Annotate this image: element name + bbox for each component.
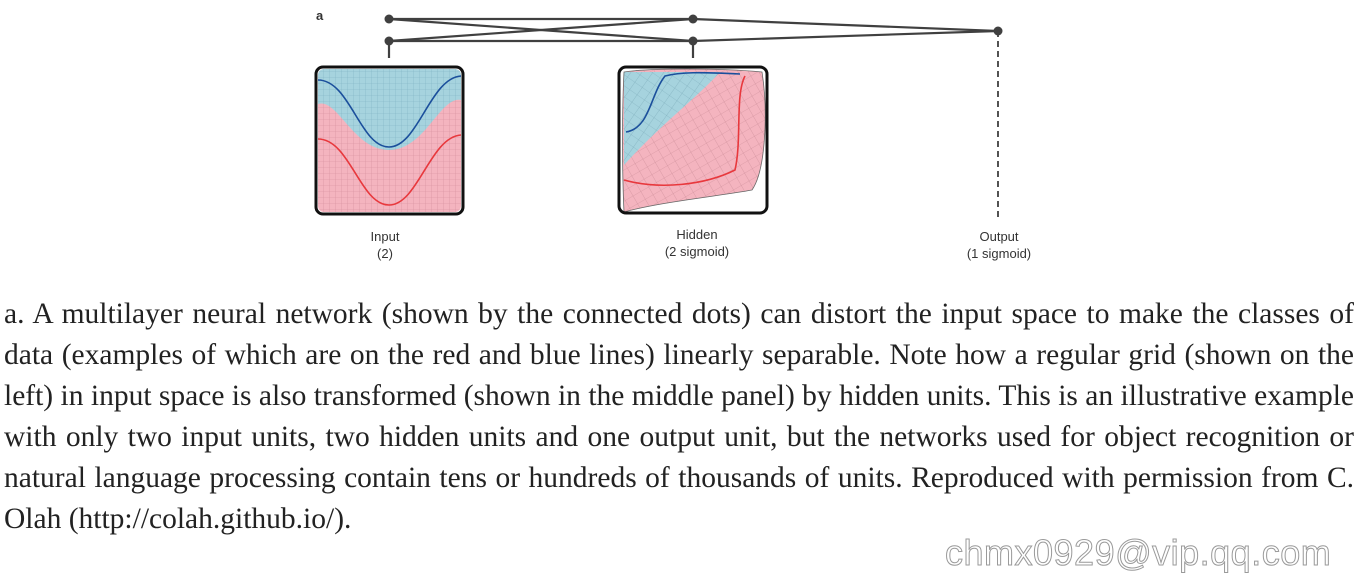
- hidden-node-1: [688, 14, 698, 24]
- input-node-1: [384, 14, 394, 24]
- output-label: Output: [979, 229, 1018, 244]
- network-figure: a: [314, 8, 1031, 261]
- panel-letter: a: [316, 8, 324, 23]
- network-edges: [387, 17, 999, 218]
- output-sub-label: (1 sigmoid): [967, 246, 1031, 261]
- network-nodes: [384, 14, 1003, 46]
- blue-class-line-transformed: [625, 71, 741, 133]
- hidden-label: Hidden: [676, 227, 717, 242]
- red-class-line: [318, 134, 461, 206]
- input-space-panel: [314, 65, 465, 216]
- input-node-2: [384, 36, 394, 46]
- red-class-line-transformed: [623, 75, 746, 186]
- output-node: [993, 26, 1003, 36]
- hidden-space-panel: [617, 65, 769, 215]
- hidden-node-2: [688, 36, 698, 46]
- input-sub-label: (2): [377, 246, 393, 261]
- input-label: Input: [371, 229, 400, 244]
- hidden-sub-label: (2 sigmoid): [665, 244, 729, 259]
- figure-caption: a. A multilayer neural network (shown by…: [4, 298, 1354, 535]
- watermark: chmx0929@vip.qq.com: [944, 532, 1332, 574]
- blue-class-line: [318, 75, 461, 148]
